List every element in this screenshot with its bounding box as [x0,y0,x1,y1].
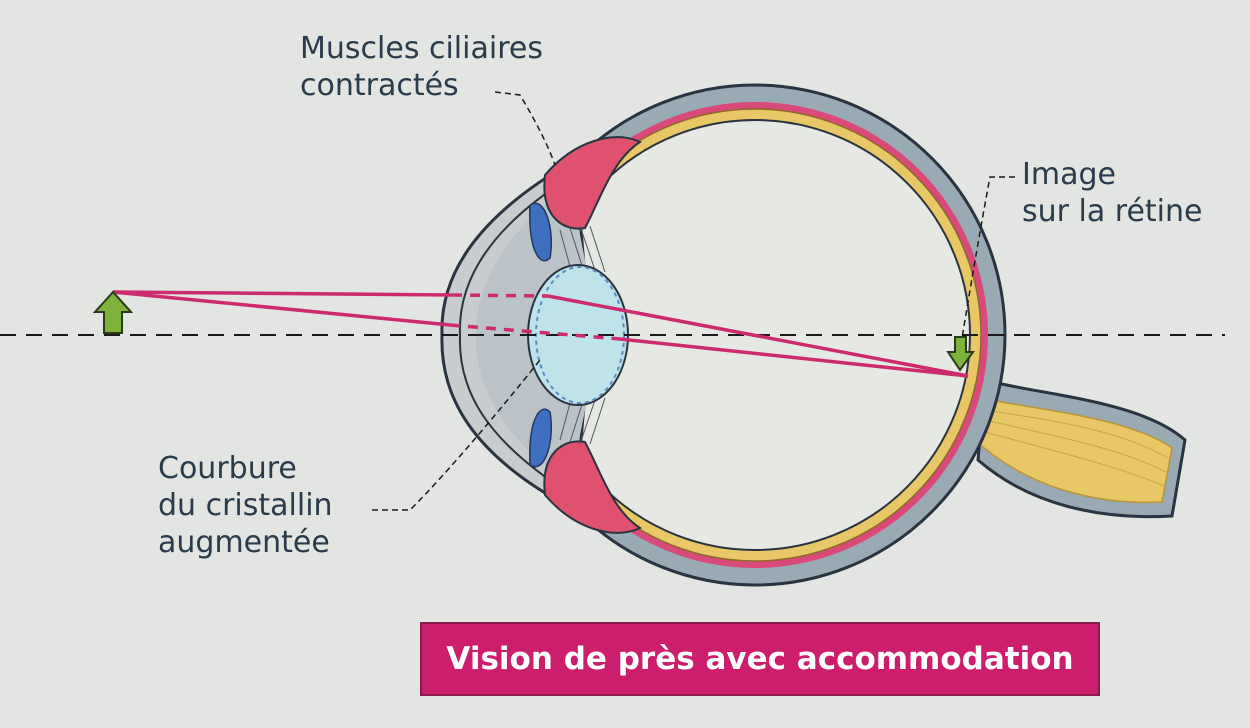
image-arrow [946,336,975,372]
label-line: contractés [300,68,459,103]
label-lens-curvature: Courbure du cristallin augmentée [158,450,333,561]
label-line: Image [1022,157,1116,192]
diagram-title: Vision de près avec accommodation [446,641,1074,677]
label-line: augmentée [158,525,330,560]
leader-muscles [494,91,556,166]
object-arrow [92,290,134,334]
label-line: Muscles ciliaires [300,31,543,66]
title-banner: Vision de près avec accommodation [420,622,1100,696]
optic-nerve-lines [984,409,1169,487]
label-ciliary-muscles: Muscles ciliaires contractés [300,30,543,104]
label-line: sur la rétine [1022,194,1203,229]
cornea-inner [458,175,573,496]
iris-upper [529,202,553,262]
leader-courbure [372,359,541,511]
label-image-retina: Image sur la rétine [1022,156,1202,230]
label-line: du cristallin [158,488,333,523]
iris-lower [529,408,553,468]
ciliary-muscle-lower [543,440,643,534]
leader-image [961,176,1015,339]
optic-nerve-fibers [974,397,1173,504]
ciliary-muscle-upper [543,136,643,230]
label-line: Courbure [158,451,297,486]
light-rays [112,290,969,378]
